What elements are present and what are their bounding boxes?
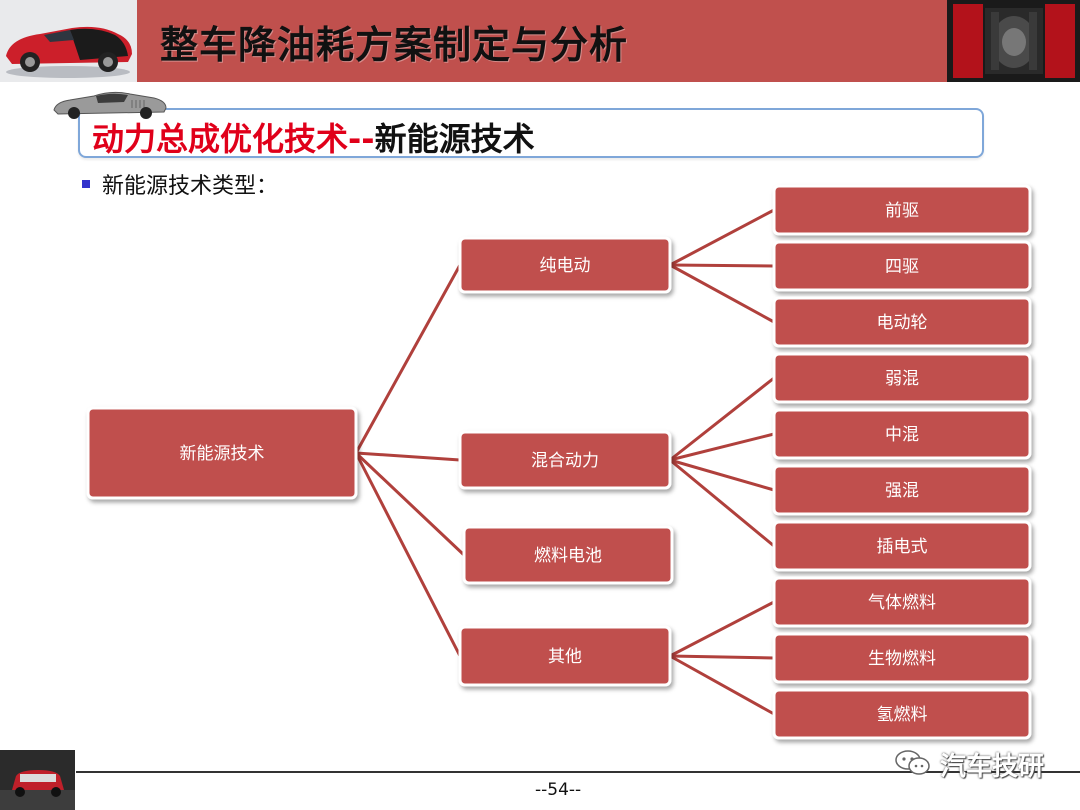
slide-title: 整车降油耗方案制定与分析 — [160, 23, 629, 67]
subtitle-frame — [78, 108, 984, 158]
header-band — [137, 0, 947, 82]
connector-4-3 — [668, 654, 776, 716]
car-silhouette-icon — [53, 91, 167, 119]
category-node-label: 燃料电池 — [534, 546, 602, 566]
bullet-item: 新能源技术类型： — [82, 168, 278, 200]
bullet-text: 新能源技术类型： — [102, 174, 279, 199]
leaf-node: 电动轮 — [772, 296, 1032, 348]
leaf-node-label: 强混 — [885, 481, 919, 501]
leaf-node: 强混 — [772, 464, 1032, 516]
mini-car-photo-icon — [0, 750, 75, 810]
root-node: 新能源技术 — [86, 406, 358, 500]
subtitle: 动力总成优化技术--新能源技术 — [92, 114, 535, 160]
leaf-node-label: 气体燃料 — [868, 593, 936, 613]
connector-2-1 — [668, 376, 776, 462]
wechat-icon — [895, 750, 930, 775]
leaf-node: 中混 — [772, 408, 1032, 460]
leaf-node-label: 弱混 — [885, 369, 919, 389]
connector-2-2 — [668, 432, 776, 462]
watermark-text: 汽车技研 — [940, 752, 1045, 782]
connector-4-1 — [668, 600, 776, 658]
slide-header: 整车降油耗方案制定与分析 — [0, 0, 1080, 82]
connector-2-4 — [668, 458, 776, 548]
subtitle-part-red: 动力总成优化技术-- — [92, 120, 375, 158]
leaf-node-label: 氢燃料 — [877, 705, 928, 725]
page-number: --54-- — [535, 780, 582, 800]
leaf-node-label: 四驱 — [885, 257, 919, 277]
leaf-node-label: 中混 — [885, 425, 919, 445]
leaf-node-label: 生物燃料 — [868, 649, 936, 669]
leaf-node: 生物燃料 — [772, 632, 1032, 684]
category-node: 燃料电池 — [462, 525, 674, 585]
connector-2-3 — [668, 458, 776, 492]
leaf-node: 插电式 — [772, 520, 1032, 572]
category-node-label: 其他 — [548, 647, 582, 667]
subtitle-part-black: 新能源技术 — [374, 120, 535, 158]
footer-rule — [76, 771, 1080, 773]
root-node-label: 新能源技术 — [180, 444, 265, 464]
leaf-node: 四驱 — [772, 240, 1032, 292]
category-node-label: 混合动力 — [531, 451, 599, 471]
leaf-node: 前驱 — [772, 184, 1032, 236]
leaf-node-label: 电动轮 — [877, 313, 928, 333]
connector-root-to-3 — [354, 451, 466, 557]
connector-4-2 — [668, 654, 776, 660]
engine-photo-icon — [947, 0, 1080, 82]
connector-root-to-4 — [354, 451, 462, 658]
category-node: 纯电动 — [458, 236, 672, 294]
leaf-node: 弱混 — [772, 352, 1032, 404]
leaf-node: 气体燃料 — [772, 576, 1032, 628]
connector-root-to-2 — [354, 451, 462, 462]
connector-1-3 — [668, 263, 776, 324]
car-photo-icon — [0, 0, 137, 82]
connector-1-1 — [668, 208, 776, 267]
leaf-node-label: 前驱 — [885, 201, 919, 221]
connector-root-to-1 — [354, 263, 462, 455]
category-node: 其他 — [458, 625, 672, 687]
tree-connectors — [354, 208, 776, 716]
square-bullet-icon — [82, 180, 90, 188]
category-node: 混合动力 — [458, 430, 672, 490]
connector-1-2 — [668, 263, 776, 268]
leaf-node: 氢燃料 — [772, 688, 1032, 740]
category-node-label: 纯电动 — [540, 256, 591, 276]
leaf-node-label: 插电式 — [877, 537, 928, 557]
